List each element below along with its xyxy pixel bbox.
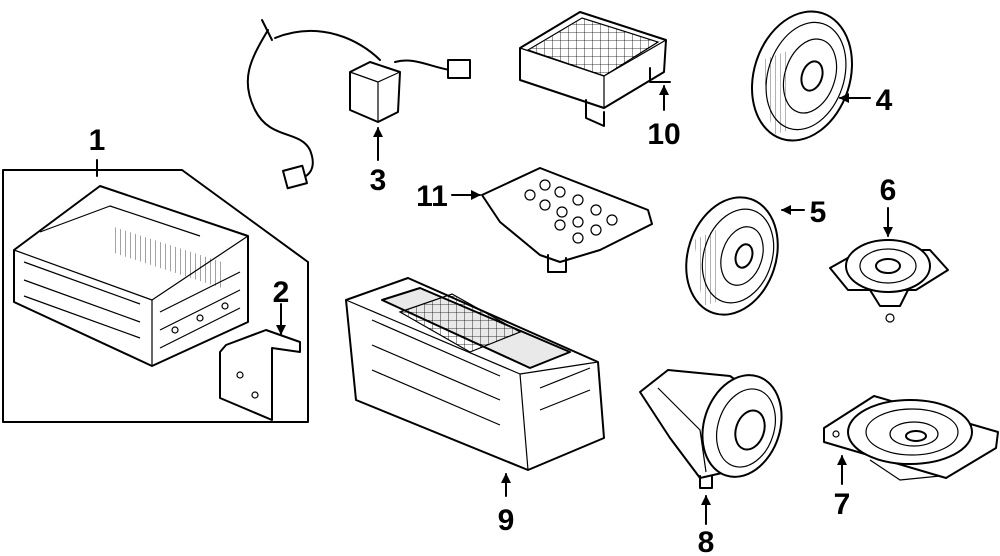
- part-11-mounting-plate: [451, 167, 653, 273]
- part-6-tweeter: [829, 207, 949, 323]
- callout-4: 4: [876, 84, 893, 117]
- callout-7: 7: [834, 488, 851, 521]
- callout-3: 3: [370, 164, 387, 197]
- callout-8: 8: [698, 526, 715, 556]
- callout-11: 11: [416, 180, 448, 213]
- part-4-door-speaker: [751, 10, 871, 142]
- callout-6: 6: [880, 174, 897, 207]
- part-7-woofer: [823, 395, 999, 485]
- callout-5: 5: [810, 196, 827, 229]
- part-3-wiring-harness: [246, 19, 471, 190]
- part-10-amplifier: [519, 11, 671, 127]
- callout-10: 10: [647, 118, 680, 151]
- part-5-speaker: [685, 196, 805, 316]
- callout-1: 1: [89, 124, 106, 157]
- part-1-radio-unit: [2, 169, 309, 423]
- part-9-subwoofer-enclosure: [345, 277, 605, 497]
- part-2-bracket: [219, 303, 301, 421]
- callout-2: 2: [273, 276, 290, 309]
- part-8-horn-speaker: [639, 369, 783, 525]
- callout-9: 9: [498, 504, 515, 537]
